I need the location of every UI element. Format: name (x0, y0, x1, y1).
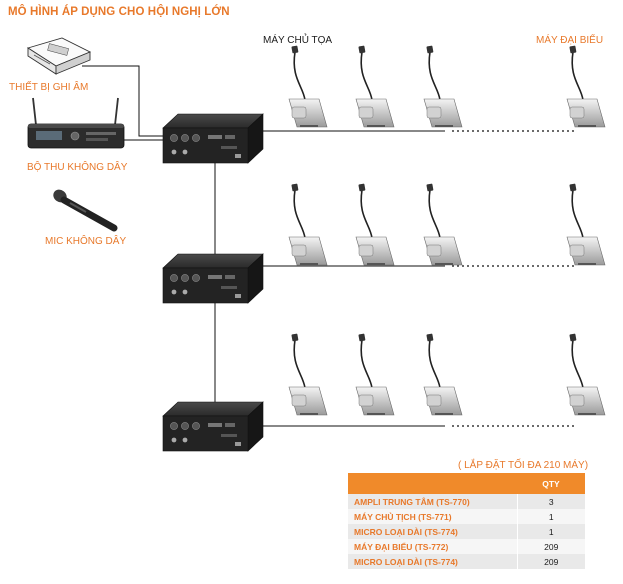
delegate-unit (423, 332, 463, 416)
central-amplifier-1 (162, 113, 264, 164)
chairman-unit (288, 44, 328, 128)
item-name: MÁY ĐẠI BIỂU (TS-772) (348, 539, 517, 554)
delegate-label: MÁY ĐẠI BIỂU (536, 35, 604, 46)
equipment-table: QTY AMPLI TRUNG TÂM (TS-770) 3 MÁY CHỦ T… (348, 473, 585, 569)
item-qty: 209 (516, 554, 585, 569)
central-amplifier-2 (162, 253, 264, 304)
delegate-unit (566, 44, 606, 128)
wireless-receiver-icon (27, 97, 125, 149)
item-qty: 209 (516, 539, 585, 554)
recorder-device-icon (26, 37, 92, 75)
item-qty: 1 (516, 524, 585, 539)
wireless-mic-label: MIC KHÔNG DÂY (45, 236, 127, 247)
delegate-unit (566, 332, 606, 416)
delegate-unit (566, 182, 606, 266)
table-header-qty: QTY (517, 473, 585, 494)
delegate-unit (355, 332, 395, 416)
max-install-note: ( LẮP ĐẶT TỐI ĐA 210 MÁY) (458, 460, 589, 471)
item-qty: 3 (516, 494, 585, 509)
table-row: AMPLI TRUNG TÂM (TS-770) 3 (348, 494, 585, 509)
delegate-unit (288, 182, 328, 266)
table-row: MICRO LOẠI DÀI (TS-774) 209 (348, 554, 585, 569)
item-name: MICRO LOẠI DÀI (TS-774) (348, 524, 517, 539)
item-qty: 1 (516, 509, 585, 524)
diagram-title: MÔ HÌNH ÁP DỤNG CHO HỘI NGHỊ LỚN (8, 6, 230, 18)
delegate-unit (288, 332, 328, 416)
central-amplifier-3 (162, 401, 264, 452)
delegate-unit (355, 44, 395, 128)
recorder-label: THIẾT BỊ GHI ÂM (9, 82, 89, 93)
item-name: MICRO LOẠI DÀI (TS-774) (348, 554, 517, 569)
table-row: MÁY CHỦ TỊCH (TS-771) 1 (348, 509, 585, 524)
delegate-unit (423, 182, 463, 266)
receiver-label: BỘ THU KHÔNG DÂY (27, 162, 128, 173)
table-header-name (348, 473, 517, 494)
table-row: MICRO LOẠI DÀI (TS-774) 1 (348, 524, 585, 539)
item-name: MÁY CHỦ TỊCH (TS-771) (348, 509, 517, 524)
wireless-mic-icon (53, 189, 118, 232)
delegate-unit (423, 44, 463, 128)
delegate-unit (355, 182, 395, 266)
chairman-label: MÁY CHỦ TỌA (263, 35, 333, 46)
table-row: MÁY ĐẠI BIỂU (TS-772) 209 (348, 539, 585, 554)
item-name: AMPLI TRUNG TÂM (TS-770) (348, 494, 517, 509)
